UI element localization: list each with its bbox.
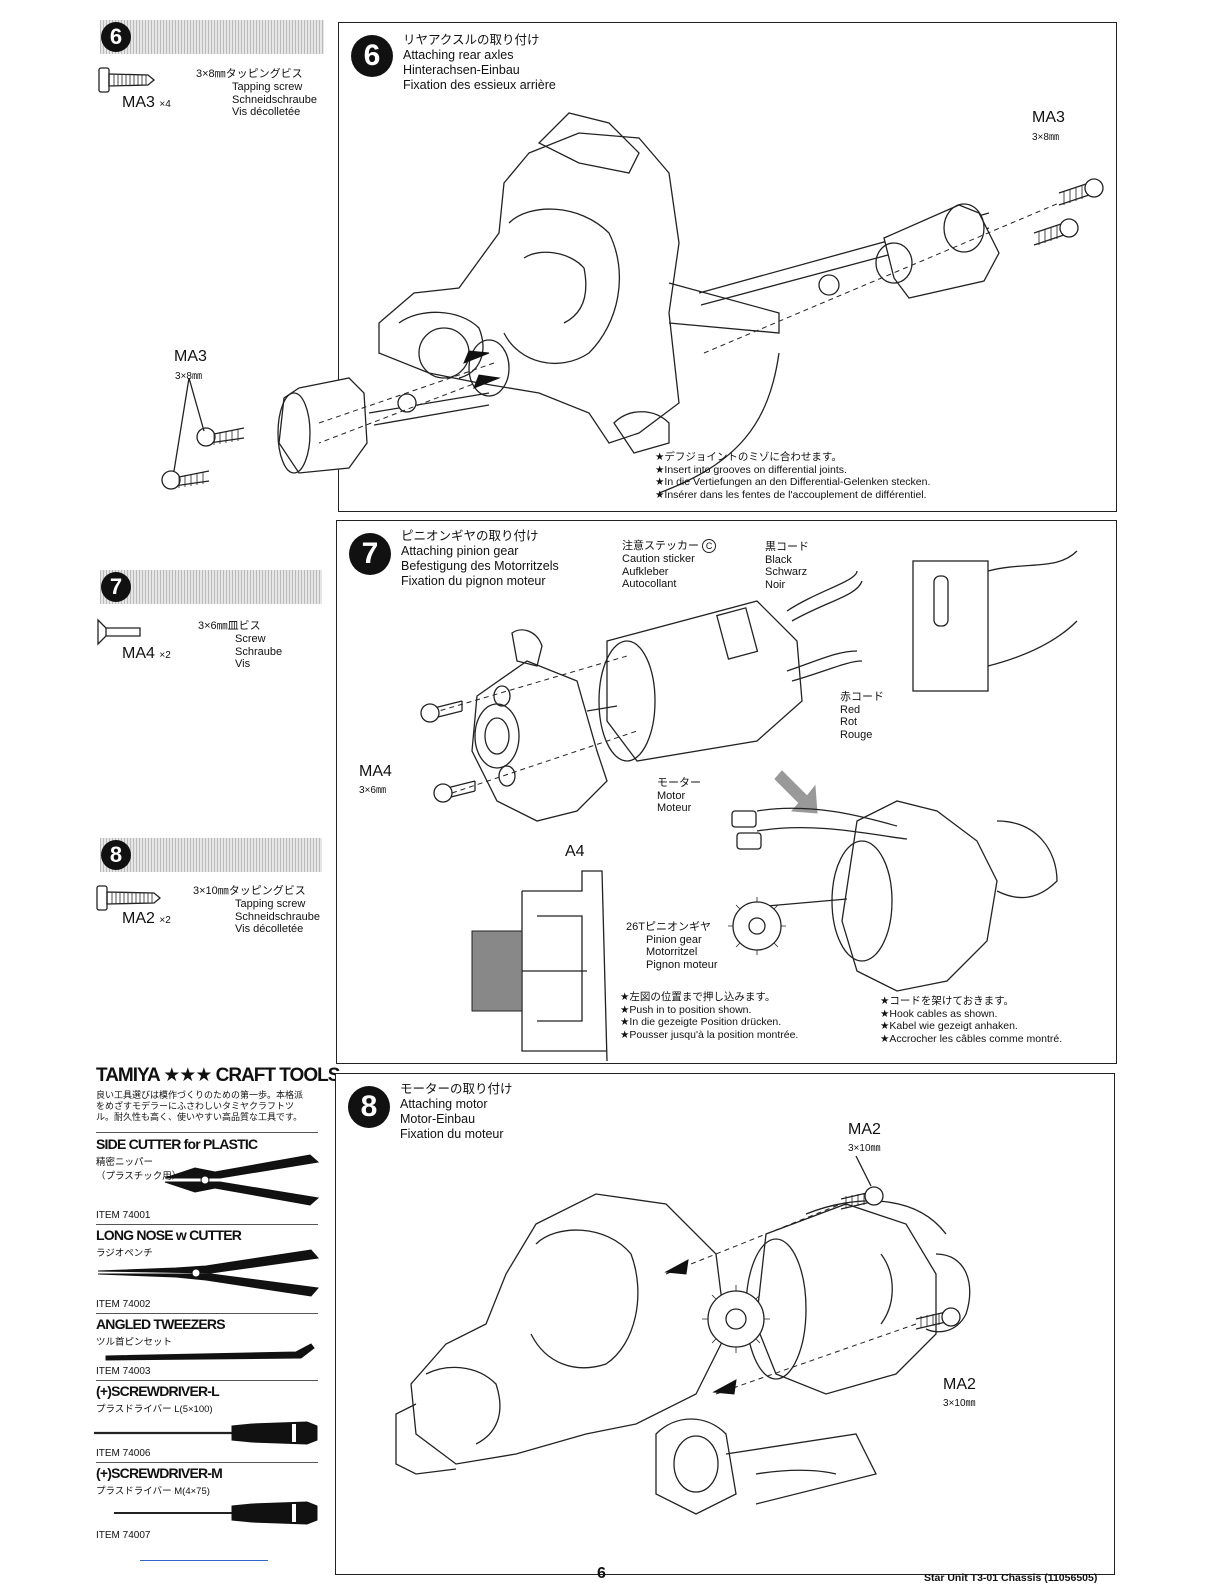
tool-screwdriver-m-name: (+)SCREWDRIVER-M <box>96 1465 223 1481</box>
page-number: 6 <box>597 1565 606 1582</box>
step-8-screw-top-dim: 3×10㎜ <box>848 1143 881 1154</box>
step-7-note-left: ★左図の位置まで押し込みます。★Push in to position show… <box>620 991 799 1041</box>
screwdriver-l-icon <box>94 1421 318 1445</box>
step-7-screw-dim: 3×6㎜ <box>359 785 386 796</box>
step-8-badge: 8 <box>101 840 131 870</box>
tool-screwdriver-m-item: ITEM 74007 <box>96 1530 151 1541</box>
tool-tweezers-name: ANGLED TWEEZERS <box>96 1316 226 1332</box>
tamiya-craft-tools-logo: TAMIYA ★★★ CRAFT TOOLS <box>96 1065 340 1086</box>
step-6-screw-dim: 3×8㎜タッピングビス <box>196 68 303 80</box>
tool-long-nose-name: LONG NOSE w CUTTER <box>96 1227 242 1243</box>
step-7-header-bar <box>100 570 322 604</box>
step-8-screw-code: MA2 ×2 <box>122 910 171 927</box>
long-nose-pliers-icon <box>97 1249 319 1297</box>
step-7-screw-code: MA4 ×2 <box>122 645 171 662</box>
tool-screwdriver-l-item: ITEM 74006 <box>96 1448 151 1459</box>
tool-tweezers-jp: ツル首ピンセット <box>96 1337 173 1348</box>
step-7-note-right: ★コードを架けておきます。★Hook cables as shown.★Kabe… <box>880 995 1063 1045</box>
tapping-screw-icon <box>98 67 156 93</box>
tool-screwdriver-l-jp: プラスドライバー L(5×100) <box>96 1404 213 1415</box>
gearbox-rear-axle-drawing <box>161 112 1104 494</box>
product-name: Star Unit T3-01 Chassis (11056505) <box>924 1572 1098 1584</box>
step-7-screw-code: MA4 <box>359 763 392 780</box>
tool-tweezers-item: ITEM 74003 <box>96 1366 151 1377</box>
tapping-screw-icon <box>96 885 162 911</box>
countersunk-screw-icon <box>97 618 141 646</box>
tool-long-nose-jp: ラジオペンチ <box>96 1248 153 1259</box>
step-8-header-bar <box>100 838 322 872</box>
angled-tweezers-icon <box>105 1343 315 1361</box>
tool-side-cutter-name: SIDE CUTTER for PLASTIC <box>96 1136 258 1152</box>
footer-rule <box>140 1560 268 1561</box>
tools-intro: 良い工具選びは模作づくりのための第一歩。本格派をめざすモデラーにふさわしいタミヤ… <box>96 1090 304 1122</box>
motor-install-drawing <box>395 1155 971 1515</box>
step-8-screw-dim: 3×10㎜タッピングビス <box>193 885 306 897</box>
step-6-screw-right-dim: 3×8㎜ <box>1032 132 1059 143</box>
tool-screwdriver-m-jp: プラスドライバー M(4×75) <box>96 1486 210 1497</box>
pinion-motor-drawing <box>420 550 1078 1062</box>
tool-side-cutter-item: ITEM 74001 <box>96 1210 151 1221</box>
step-6-note: ★デフジョイントのミゾに合わせます。★Insert into grooves o… <box>655 451 931 501</box>
step-7-screw-dim: 3×6㎜皿ビス <box>198 620 261 632</box>
tool-screwdriver-l-name: (+)SCREWDRIVER-L <box>96 1383 220 1399</box>
step-6-panel-badge: 6 <box>351 35 393 77</box>
step-6-badge: 6 <box>101 22 131 52</box>
step-6-screw-left-dim: 3×8㎜ <box>175 371 202 382</box>
step-6-screw-left-code: MA3 <box>174 348 207 365</box>
step-8-screw-top-code: MA2 <box>848 1121 881 1138</box>
part-a4-label: A4 <box>565 843 585 860</box>
step-6-screw-right-code: MA3 <box>1032 109 1065 126</box>
screwdriver-m-icon <box>114 1501 318 1525</box>
step-6-screw-code: MA3 ×4 <box>122 94 171 111</box>
step-8-screw-bottom-dim: 3×10㎜ <box>943 1398 976 1409</box>
step-7-badge: 7 <box>101 572 131 602</box>
step-8-screw-bottom-code: MA2 <box>943 1376 976 1393</box>
step-6-header-bar <box>100 20 324 54</box>
tool-side-cutter-jp: 精密ニッパー（プラスチック用） <box>96 1157 182 1182</box>
step-7-panel-badge: 7 <box>349 533 391 575</box>
step-8-panel-badge: 8 <box>348 1086 390 1128</box>
tool-long-nose-item: ITEM 74002 <box>96 1299 151 1310</box>
side-cutter-icon <box>164 1154 320 1206</box>
